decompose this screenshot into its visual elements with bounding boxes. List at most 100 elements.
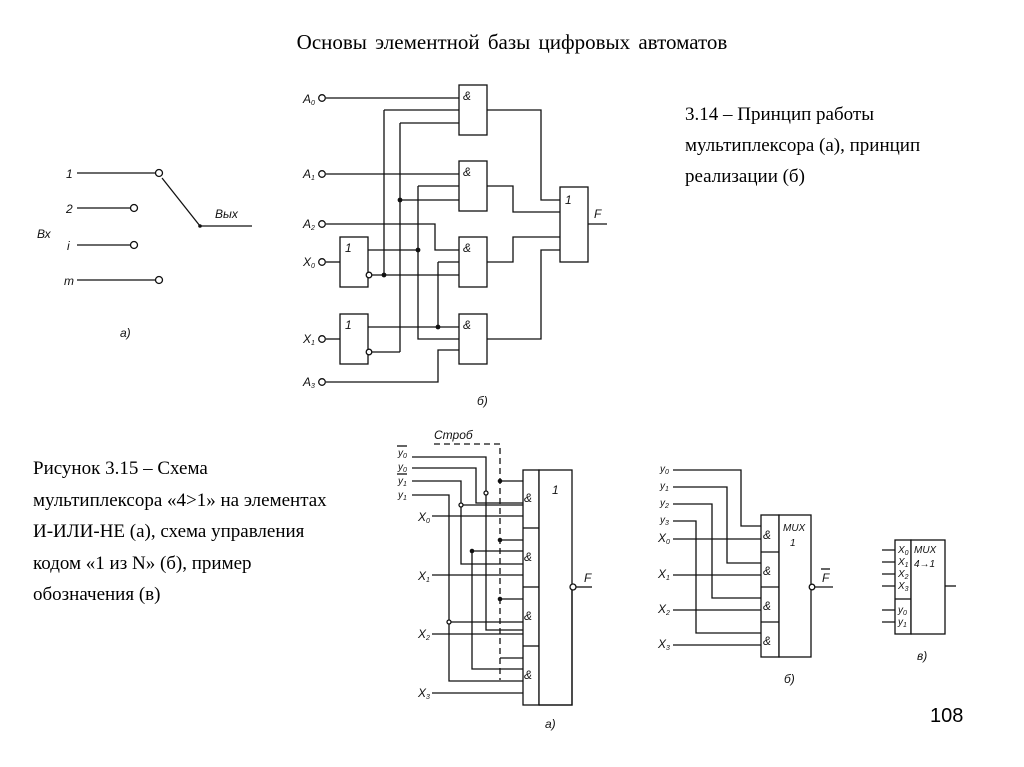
input-terminal xyxy=(318,170,326,178)
junction-dot xyxy=(435,324,441,330)
caption-line: реализации (б) xyxy=(685,166,805,187)
strobe-label: Строб xyxy=(434,428,474,442)
caption-line: кодом «1 из N» (б), пример xyxy=(33,552,252,574)
address-label-y1: y1 xyxy=(897,617,907,629)
caption-line: мультиплексора (а), принцип xyxy=(685,135,921,156)
junction-dot xyxy=(497,478,503,484)
caption-line: мультиплексора «4>1» на элементах xyxy=(33,489,327,511)
input-label: 2 xyxy=(65,202,73,216)
junction-dot xyxy=(446,619,452,625)
control-label-y1: y1 xyxy=(659,481,669,493)
caption-line: И-ИЛИ-НЕ (а), схема управления xyxy=(33,521,305,542)
page-number: 108 xyxy=(930,705,964,727)
caption-fig-3-15: Рисунок 3.15 – Схема мультиплексора «4>1… xyxy=(33,453,327,611)
and-symbol: & xyxy=(524,609,532,623)
control-label-y2: y2 xyxy=(659,498,669,510)
subfigure-label: б) xyxy=(477,394,488,408)
wiring xyxy=(412,456,573,706)
caption-fig-3-14: 3.14 – Принцип работы мультиплексора (а)… xyxy=(685,99,920,192)
and-symbol: & xyxy=(763,528,771,542)
data-label-x3: X3 xyxy=(657,637,670,652)
or-symbol: 1 xyxy=(552,483,559,497)
input-label-x0: X0 xyxy=(302,255,315,270)
control-label-y1: y1 xyxy=(397,490,407,502)
control-label-y0-inv: y0 xyxy=(397,448,407,460)
fig-3-15b-one-of-n-diagram: y0 y1 y2 y3 X0 X1 X2 X3 & & & & MUX 1 F xyxy=(657,464,833,686)
control-label-y0: y0 xyxy=(659,464,669,476)
output-label-f: F xyxy=(584,571,592,585)
contact-terminal xyxy=(129,203,139,213)
and-gate xyxy=(458,313,488,365)
output-label: Вых xyxy=(215,207,239,221)
data-label-x2: X2 xyxy=(897,569,909,581)
input-terminal xyxy=(318,335,326,343)
mux-label: MUX xyxy=(783,523,806,534)
contact-terminal xyxy=(129,240,139,250)
junction-dot xyxy=(497,537,503,543)
caption-line: Рисунок 3.15 – Схема xyxy=(33,458,208,479)
subfigure-label: а) xyxy=(545,717,556,731)
fig-3-15a-and-or-not-diagram: Строб y0 y0 y1 y1 X0 X1 X2 X3 & & & & 1 … xyxy=(397,428,592,731)
input-label-a0: A0 xyxy=(302,92,315,107)
caption-line: 3.14 – Принцип работы xyxy=(685,104,874,125)
fig-3-14a-switch-diagram: Вх 1 2 i m Вых а) xyxy=(37,167,252,340)
mux-block xyxy=(910,539,946,635)
junction-dot xyxy=(483,490,489,496)
data-label-x1: X1 xyxy=(897,557,909,569)
wiring xyxy=(326,97,560,383)
input-label: 1 xyxy=(66,167,73,181)
and-symbol: & xyxy=(524,491,532,505)
junction-dot xyxy=(381,272,387,278)
data-label-x0: X0 xyxy=(657,531,670,546)
and-symbol: & xyxy=(463,165,471,179)
input-pins xyxy=(882,549,895,623)
inverter-gate xyxy=(339,313,369,365)
junction-dot xyxy=(458,502,464,508)
and-symbol: & xyxy=(763,599,771,613)
data-label-x1: X1 xyxy=(417,569,430,584)
inverter-symbol: 1 xyxy=(345,241,352,255)
data-label-x3: X3 xyxy=(417,686,430,701)
inversion-bubble xyxy=(808,583,816,591)
input-label: m xyxy=(64,274,74,288)
data-label-x2: X2 xyxy=(657,602,670,617)
data-label-x2: X2 xyxy=(417,627,430,642)
subfigure-label: а) xyxy=(120,326,131,340)
inverter-symbol: 1 xyxy=(345,318,352,332)
input-terminal xyxy=(318,258,326,266)
junction-dot xyxy=(415,247,421,253)
inversion-bubble xyxy=(365,348,373,356)
and-symbol: & xyxy=(463,89,471,103)
or-symbol: 1 xyxy=(565,193,572,207)
input-label-a2: A2 xyxy=(302,217,315,232)
output-label-f: F xyxy=(594,207,602,221)
control-label-y0: y0 xyxy=(397,462,407,474)
inversion-bubble xyxy=(365,271,373,279)
input-terminal xyxy=(318,220,326,228)
mux-sublabel: 4→1 xyxy=(914,559,935,570)
data-label-x0: X0 xyxy=(417,510,430,525)
junction-dot xyxy=(469,548,475,554)
mux-block xyxy=(778,514,812,658)
junction-dot xyxy=(497,596,503,602)
address-label-y0: y0 xyxy=(897,605,907,617)
and-symbol: & xyxy=(763,634,771,648)
junction-dot xyxy=(397,197,403,203)
mux-sublabel: 1 xyxy=(790,538,796,549)
data-label-x3: X3 xyxy=(897,581,909,593)
contact-terminal xyxy=(154,275,164,285)
input-group-label: Вх xyxy=(37,227,52,241)
caption-line: обозначения (в) xyxy=(33,584,161,605)
inversion-bubble xyxy=(569,583,577,591)
mux-label: MUX xyxy=(914,545,937,556)
input-label-a3: A3 xyxy=(302,375,315,390)
subfigure-label: в) xyxy=(917,649,927,663)
input-label: i xyxy=(67,239,70,253)
wiring xyxy=(673,469,761,646)
fig-3-15c-mux-symbol: X0 X1 X2 X3 y0 y1 MUX 4→1 в) xyxy=(882,539,956,663)
inverter-gate xyxy=(339,236,369,288)
and-symbol: & xyxy=(463,318,471,332)
control-label-y3: y3 xyxy=(659,515,669,527)
input-label-a1: A1 xyxy=(302,167,315,182)
